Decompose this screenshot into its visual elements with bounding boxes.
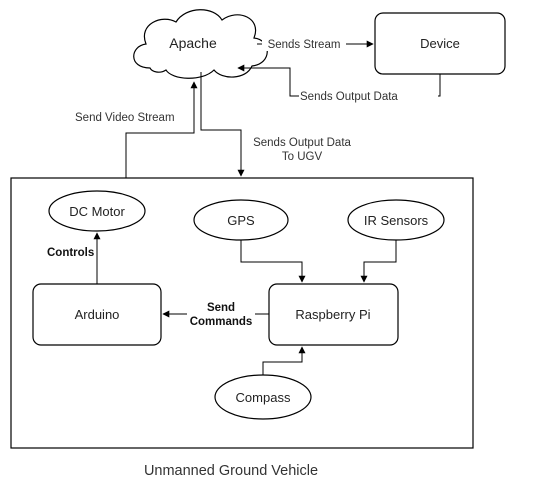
device-label: Device xyxy=(420,36,460,51)
dc-motor-node xyxy=(48,190,146,232)
ugv-container xyxy=(10,177,474,449)
dc-motor-label: DC Motor xyxy=(69,204,125,219)
edge-send-video-stream xyxy=(125,81,198,178)
edge-label-sends-stream: Sends Stream xyxy=(268,39,341,51)
edge-label-send-video-stream: Send Video Stream xyxy=(75,112,175,124)
edge-gps-to-raspberry-pi xyxy=(240,240,306,283)
compass-label: Compass xyxy=(236,390,291,405)
gps-label: GPS xyxy=(227,213,255,228)
edge-compass-to-raspberry-pi xyxy=(262,346,306,375)
edge-label-sends-output-data: Sends Output Data xyxy=(300,91,398,103)
apache-label: Apache xyxy=(169,35,217,51)
edge-label-controls: Controls xyxy=(47,247,94,259)
edge-label-sends-output-ugv-line2: To UGV xyxy=(282,151,323,163)
edge-label-send-commands-line1: Send xyxy=(207,302,235,314)
edge-label-sends-output-ugv-line1: Sends Output Data xyxy=(253,137,351,149)
edge-label-send-commands-line2: Commands xyxy=(190,316,253,328)
raspberry-pi-label: Raspberry Pi xyxy=(295,307,370,322)
edge-sends-output-data-to-ugv xyxy=(200,72,245,177)
edge-ir-to-raspberry-pi xyxy=(360,240,397,283)
edge-sends-output-data xyxy=(237,64,441,97)
apache-cloud-node xyxy=(133,9,268,79)
ir-sensors-label: IR Sensors xyxy=(364,213,429,228)
arduino-label: Arduino xyxy=(75,307,120,322)
ugv-container-label: Unmanned Ground Vehicle xyxy=(144,463,318,479)
